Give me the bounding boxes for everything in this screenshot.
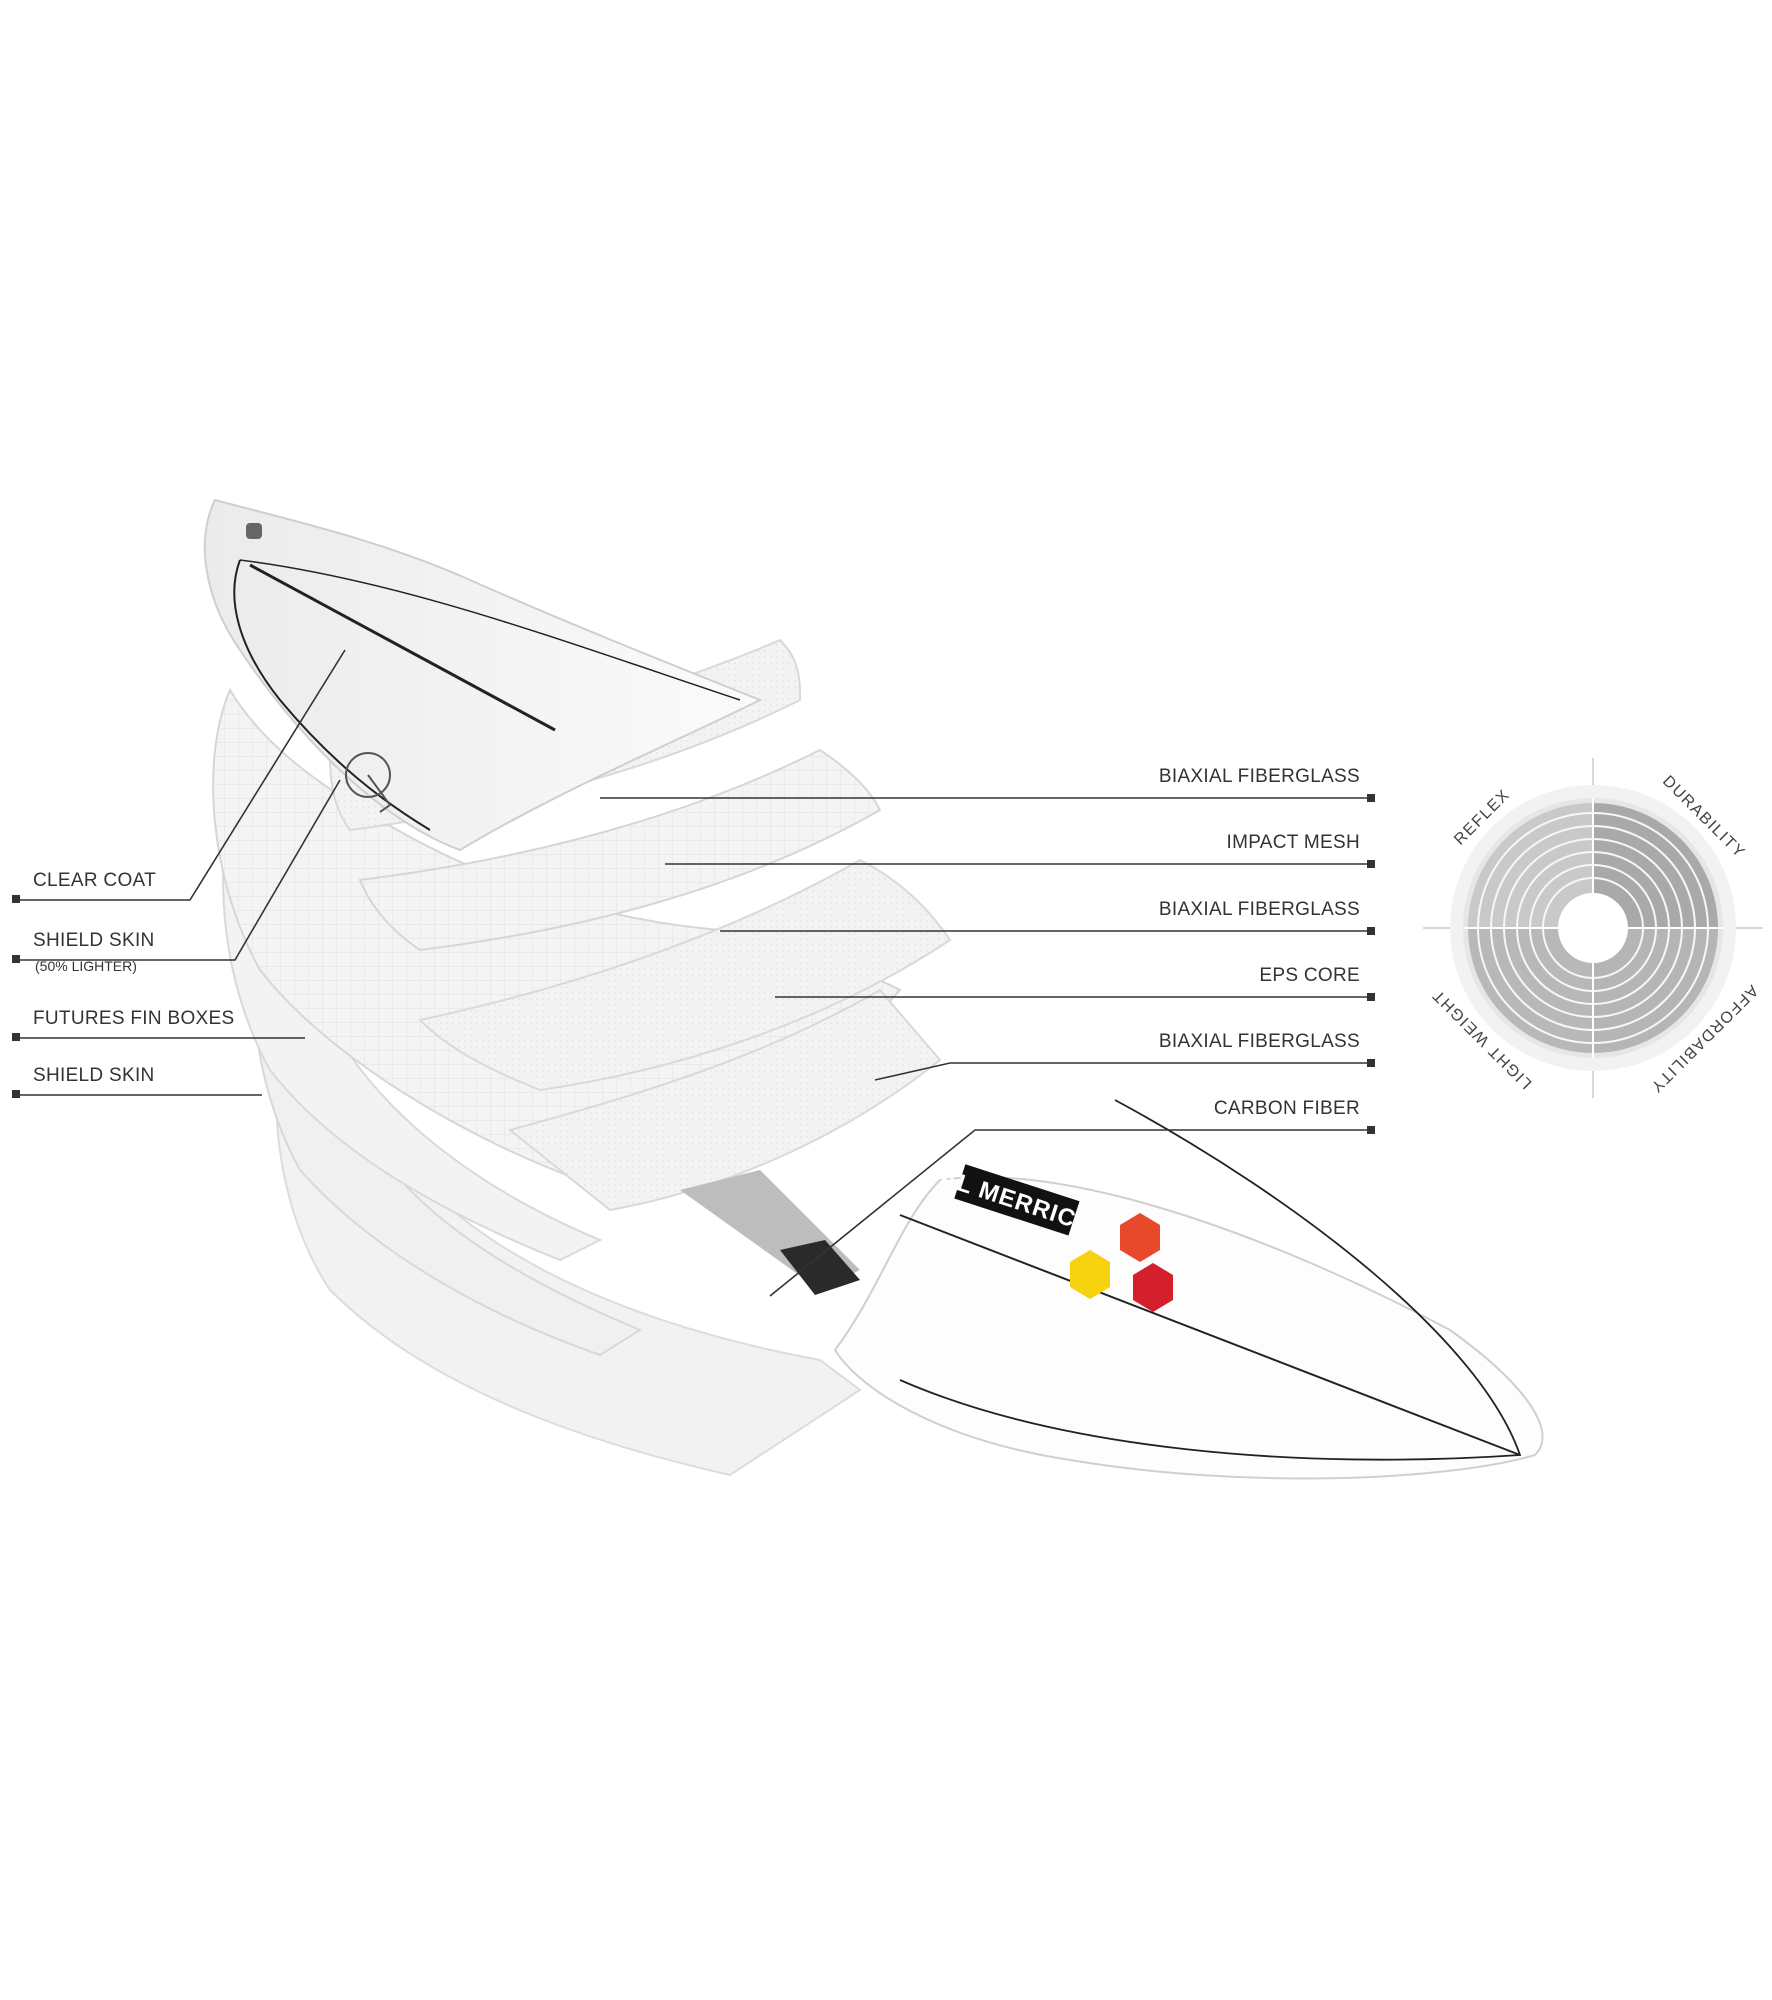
deck-stringer	[249, 563, 556, 732]
label-shield-skin-note: (50% LIGHTER)	[35, 958, 137, 974]
deck-rail-line-2	[239, 559, 741, 701]
bottom-stringer	[899, 1214, 1521, 1456]
bottom-rail-line	[899, 1099, 1522, 1461]
label-futures-fin-boxes: FUTURES FIN BOXES	[33, 1008, 235, 1029]
clear-coat-layer	[203, 498, 763, 852]
deck-logo-icon	[345, 752, 392, 813]
label-eps-core: EPS CORE	[1259, 965, 1360, 986]
label-clear-coat: CLEAR COAT	[33, 870, 157, 891]
label-carbon-fiber: CARBON FIBER	[1213, 1098, 1360, 1119]
right-leader-lines	[600, 797, 1373, 1297]
carbon-fiber-dark	[780, 1240, 860, 1295]
biaxial-fiberglass-layer-2	[417, 858, 952, 1092]
impact-mesh-layer	[358, 748, 882, 952]
left-leader-lines	[18, 649, 346, 1096]
label-impact-mesh: IMPACT MESH	[1226, 832, 1360, 853]
bottom-board	[833, 1176, 1544, 1480]
rating-chart: REFLEX DURABILITY AFFORDABILITY LIGHT WE…	[1423, 758, 1763, 1098]
label-shield-skin-bottom: SHIELD SKIN	[33, 1065, 155, 1086]
right-leader-dots	[1367, 794, 1375, 1134]
label-biaxial-fiberglass-1: BIAXIAL FIBERGLASS	[1158, 766, 1360, 787]
label-shield-skin-top: SHIELD SKIN	[33, 930, 155, 951]
leash-plug	[246, 523, 262, 539]
label-biaxial-fiberglass-2: BIAXIAL FIBERGLASS	[1158, 899, 1360, 920]
brand-hexagons	[1070, 1213, 1173, 1312]
left-leader-dots	[12, 895, 20, 1098]
label-biaxial-fiberglass-3: BIAXIAL FIBERGLASS	[1158, 1031, 1360, 1052]
